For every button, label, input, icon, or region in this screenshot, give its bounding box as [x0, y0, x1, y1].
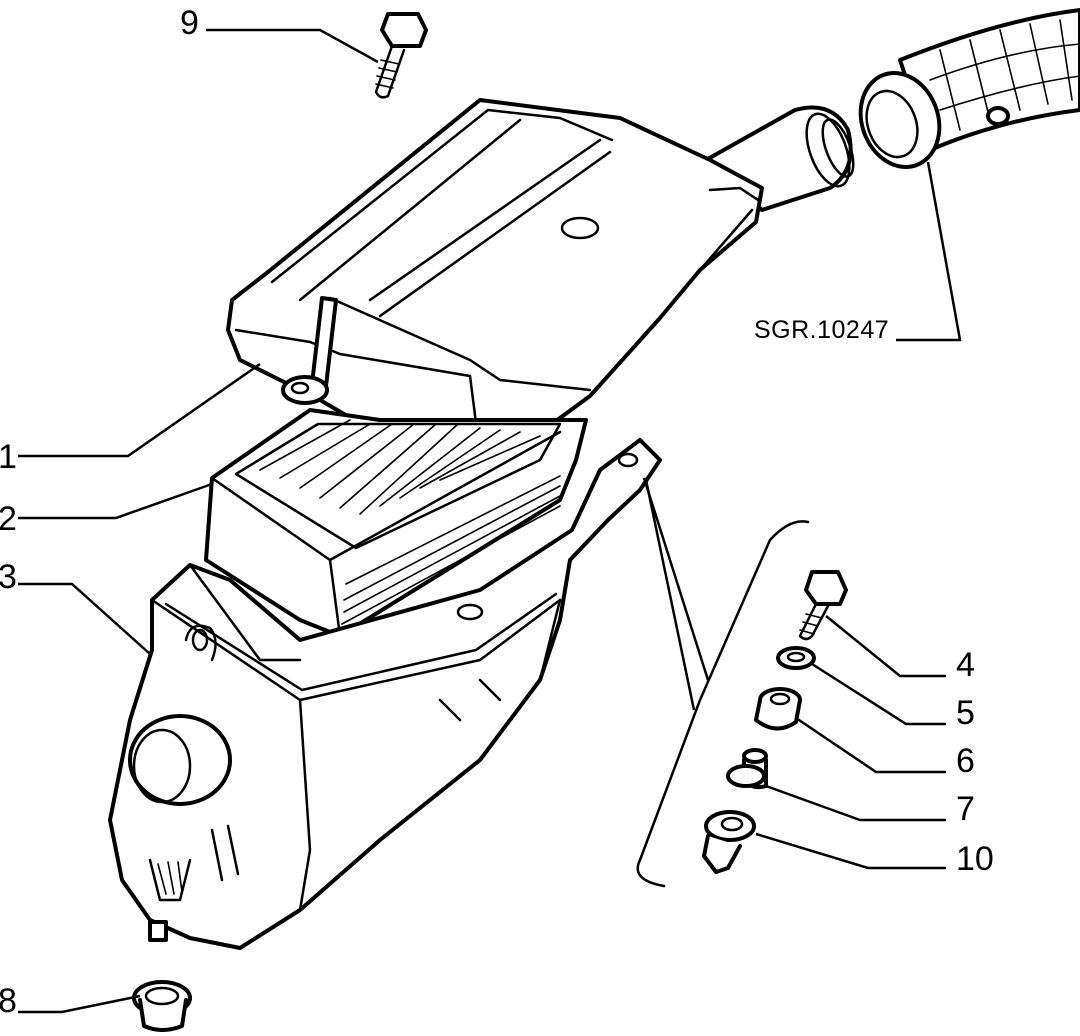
callout-6: 6 — [956, 742, 975, 780]
leader-ref — [896, 161, 962, 342]
part-9-bolt — [374, 12, 428, 99]
leader-lines — [18, 28, 962, 1014]
part-6-grommet — [754, 687, 802, 731]
callout-3: 3 — [0, 558, 17, 596]
part-4-bolt — [798, 570, 848, 641]
part-1-filter-cover — [226, 98, 855, 472]
leader-2 — [18, 482, 213, 520]
part-5-washer — [776, 646, 816, 670]
part-10-push-nut — [702, 810, 756, 874]
leader-mount-b — [642, 477, 710, 681]
part-7-spacer — [726, 748, 768, 790]
callout-10: 10 — [956, 840, 994, 878]
hardware-group — [636, 520, 848, 888]
leader-4 — [825, 615, 946, 678]
leader-10 — [755, 832, 946, 870]
callout-7: 7 — [956, 790, 975, 828]
leader-5 — [811, 662, 946, 726]
callout-labels: 9 1 2 3 8 4 5 6 7 10 SGR.10247 — [0, 4, 994, 1020]
part-2-filter-element — [204, 408, 588, 638]
part-8-cap — [132, 980, 192, 1032]
callout-2: 2 — [0, 500, 17, 538]
callout-1: 1 — [0, 438, 17, 476]
leader-8 — [18, 994, 141, 1014]
callout-5: 5 — [956, 694, 975, 732]
leader-1 — [18, 362, 261, 458]
part-3-housing — [108, 438, 662, 950]
drawing-reference: SGR.10247 — [754, 316, 889, 344]
callout-8: 8 — [0, 982, 17, 1020]
leader-7 — [765, 784, 946, 822]
intake-duct — [858, 8, 1080, 169]
callout-4: 4 — [956, 646, 975, 684]
leader-9 — [206, 28, 379, 64]
leader-3 — [18, 582, 151, 655]
leader-6 — [795, 716, 946, 774]
callout-9: 9 — [180, 4, 199, 42]
leader-mount-a — [644, 479, 696, 711]
